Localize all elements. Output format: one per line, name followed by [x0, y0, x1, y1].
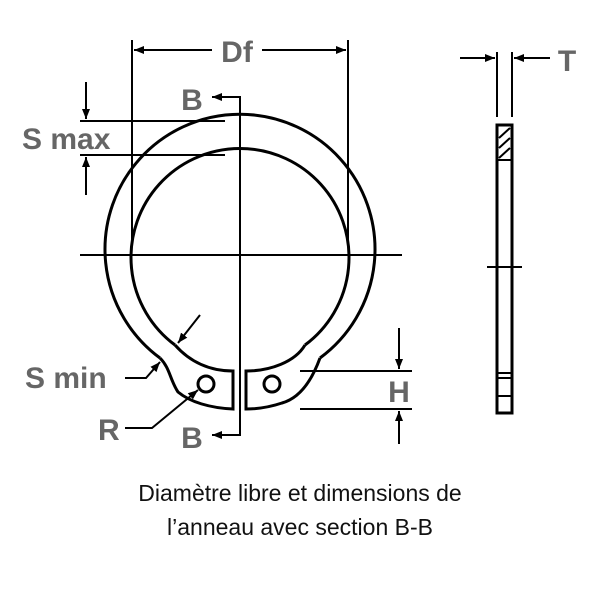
left-lug	[158, 344, 235, 411]
smax-label: S max	[22, 123, 111, 156]
b-bottom-label: B	[181, 422, 203, 455]
r-leader-icon	[125, 389, 199, 429]
caption-line-2: l’anneau avec section B-B	[167, 514, 433, 540]
left-lug-hole	[196, 374, 216, 394]
caption-line-1: Diamètre libre et dimensions de	[138, 480, 462, 506]
side-section-view: T	[460, 45, 576, 415]
df-label: Df	[221, 36, 254, 69]
hatch-section	[498, 127, 511, 159]
b-top-label: B	[181, 84, 203, 117]
h-label: H	[388, 376, 410, 409]
r-label: R	[98, 414, 120, 447]
smin-arrow-inner-icon	[177, 314, 201, 344]
right-lug	[244, 344, 322, 411]
smin-label: S min	[25, 362, 107, 395]
side-body	[495, 123, 514, 415]
smin-leader-icon	[125, 361, 161, 379]
t-label: T	[558, 45, 576, 78]
right-lug-hole	[262, 374, 282, 394]
